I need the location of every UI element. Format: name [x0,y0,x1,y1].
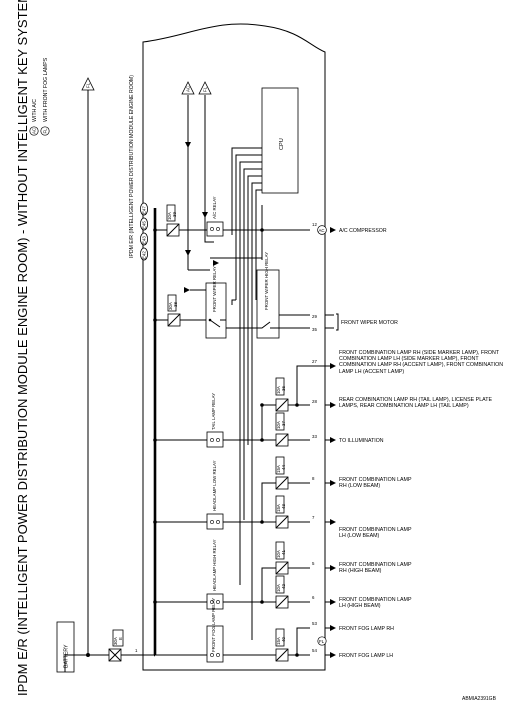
fuse-link-icon [181,81,195,95]
fuse-num: E [118,637,123,640]
wiper-circuit: 30A 38 FRONT WIPER RELAY FRONT WIPER HIG… [153,252,398,339]
diagram-title: IPDM E/R (INTELLIGENT POWER DISTRIBUTION… [15,0,30,696]
relay-label: HEADLAMP LOW RELAY [212,460,217,511]
cpu-control-lines [231,147,262,640]
output-rear-combination-tail: REAR COMBINATION LAMP RH (TAIL LAMP), LI… [339,397,493,410]
legend-fl-symbol-icon [40,126,50,136]
front-wiper-relay-box [205,282,227,339]
headlamp-high-circuit: HEADLAMP HIGH RELAY 10A 41 10A 42 5 6 [153,539,336,610]
fuse-amp: 30A [168,302,173,310]
legend-fl-text: WITH FRONT FOG LAMPS [43,57,49,122]
headlamp-low-circuit: HEADLAMP LOW RELAY 15A 44 15A 43 8 7 [153,456,336,530]
cpu-box [261,87,299,194]
terminal-number: 8 [312,476,315,481]
relay-label: A/C RELAY [212,196,217,219]
legend-ac: AC WITH A/C [29,99,39,136]
relay-label: HEADLAMP HIGH RELAY [212,539,217,591]
main-bus [153,208,157,657]
cpu-label: CPU [279,138,285,150]
terminal-number: 5 [312,561,315,566]
fuse-amp: 15A [276,504,281,512]
fuse-amp: 10A [276,550,281,558]
fuse-amp: 15A [276,637,281,645]
output-fog-lamp-rh: FRONT FOG LAMP RH [339,626,394,632]
output-low-beam-lh: FRONT COMBINATION LAMP LH (LOW BEAM) [339,527,412,540]
terminal-number: 33 [312,434,317,439]
tail-lamp-circuit: TAIL LAMP RELAY 10A 37 10A 36 27 28 33 [153,359,336,448]
terminal-number: 7 [312,515,315,520]
fuse-amp: 10A [276,584,281,592]
fuse-amp: 10A [276,386,281,394]
relay-label: FRONT WIPER HIGH RELAY [264,252,269,310]
output-to-illumination: TO ILLUMINATION [339,438,384,444]
relay-label: TAIL LAMP RELAY [211,393,216,430]
output-high-beam-rh: FRONT COMBINATION LAMP RH (HIGH BEAM) [339,562,412,575]
terminal-number: 28 [312,399,317,404]
relay-label: FRONT FOG LAMP RELAY [211,598,216,652]
top-triangles: FL AC FL [81,77,212,95]
fuse-num: 40 [281,637,286,642]
terminal-number: 1 [135,648,138,653]
fuse-num: 37 [281,421,286,426]
headlamp-low-relay-box [206,513,224,530]
output-high-beam-lh: FRONT COMBINATION LAMP LH (HIGH BEAM) [339,597,412,610]
module-connectors: E42 E43 E45 E47 [139,202,148,261]
output-fog-lamp-lh: FRONT FOG LAMP LH [339,653,393,659]
fog-lamp-circuit: FRONT FOG LAMP RELAY 15A 40 53 54 FL [155,598,336,663]
figure-code: ABMIA2391GB [462,696,497,702]
output-front-wiper-motor: FRONT WIPER MOTOR [341,320,398,326]
fuse-link-icon [198,81,212,95]
connector-label: E43 [142,236,147,244]
legend-fl-symbol: FL [43,128,48,134]
fuse-amp: 10A [276,421,281,429]
fuse-num: 36 [281,386,286,391]
terminal-number: 27 [312,359,317,364]
legend-ac-symbol-icon [29,126,39,136]
fuse-num: 38 [173,302,178,307]
relay-label: FRONT WIPER RELAY [212,266,217,312]
connector-label: E42 [142,251,147,259]
battery-label: BATTERY [64,644,70,668]
triangle-label: FL [86,82,91,88]
output-low-beam-rh: FRONT COMBINATION LAMP RH (LOW BEAM) [339,477,412,490]
fuse-num: 42 [281,584,286,589]
module-name: IPDM E/R (INTELLIGENT POWER DISTRIBUTION… [129,75,135,258]
terminal-number: 54 [312,648,317,653]
ac-relay-box [206,221,224,237]
legend-ac-text: WITH A/C [32,99,38,122]
triangle-label: FL [203,86,208,92]
fuse-num: 43 [281,504,286,509]
terminal-number: 12 [312,222,317,227]
terminal-number: 29 [312,314,317,319]
ac-symbol: AC [319,228,325,233]
tail-lamp-relay-box [206,431,224,448]
signal-lines [87,90,219,655]
fuse-link-icon [81,77,95,91]
legend-ac-symbol: AC [32,128,37,134]
triangle-label: AC [186,86,191,92]
output-front-combination-side-accent: FRONT COMBINATION LAMP RH (SIDE MARKER L… [339,350,504,375]
fuse-num: 44 [281,465,286,470]
fuse-amp: 15A [276,465,281,473]
legend-fl: FL WITH FRONT FOG LAMPS [40,57,50,136]
connector-label: E45 [142,221,147,229]
fuse-amp: 30A [113,637,118,645]
fuse-num: 41 [281,550,286,555]
terminal-number: 6 [312,595,315,600]
fuse-amp: 10A [167,212,172,220]
ac-circuit: 10A 39 A/C RELAY 12 AC A/C COMPRESSOR [153,196,387,260]
fl-symbol: FL [319,639,325,644]
module-outline [142,23,326,671]
fuse-num: 39 [172,212,177,217]
front-fog-lamp-relay-box [206,625,224,663]
terminal-number: 35 [312,327,317,332]
output-ac-compressor: A/C COMPRESSOR [339,228,387,234]
front-wiper-high-relay-box [256,269,280,339]
connector-label: E47 [142,206,147,214]
terminal-number: 53 [312,621,317,626]
